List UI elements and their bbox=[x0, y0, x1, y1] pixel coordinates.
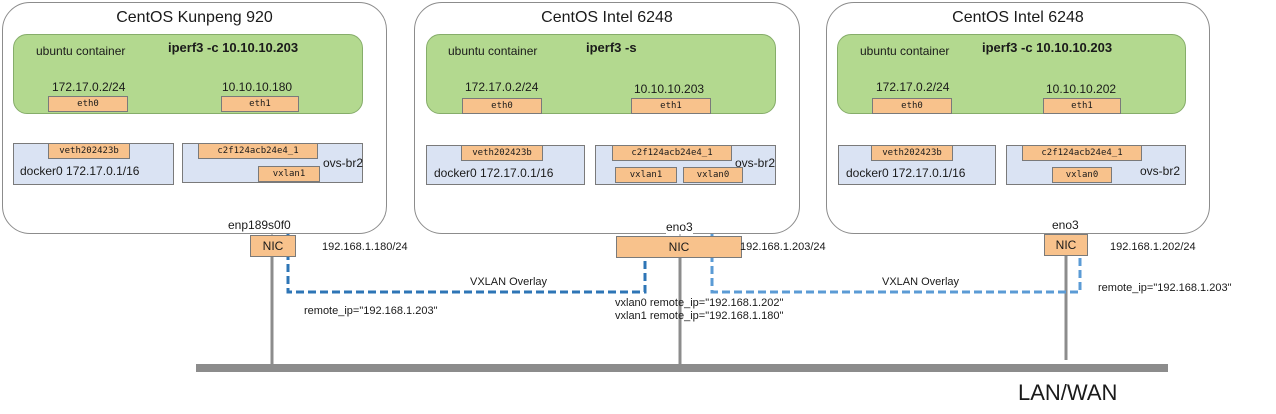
ovs-label: ovs-br2 bbox=[735, 156, 776, 170]
vxlan-overlay-right-label: VXLAN Overlay bbox=[882, 276, 960, 288]
host-title: CentOS Intel 6248 bbox=[541, 9, 673, 26]
iperf-command: iperf3 -s bbox=[586, 40, 637, 55]
nic-ip: 192.168.1.180/24 bbox=[322, 241, 408, 253]
eth1-ip: 10.10.10.180 bbox=[222, 80, 293, 94]
nic-box[interactable]: NIC bbox=[1044, 234, 1088, 256]
bridge-port[interactable]: c2f124acb24e4_1 bbox=[198, 143, 318, 159]
nic-ip: 192.168.1.202/24 bbox=[1110, 241, 1196, 253]
ovs-label: ovs-br2 bbox=[1140, 164, 1181, 178]
veth-port[interactable]: veth202423b bbox=[871, 145, 953, 161]
ovs-label: ovs-br2 bbox=[323, 156, 364, 170]
eth0-ip: 172.17.0.2/24 bbox=[52, 80, 126, 94]
bridge-port[interactable]: c2f124acb24e4_1 bbox=[1022, 145, 1142, 161]
nic-ip: 192.168.1.203/24 bbox=[740, 241, 826, 253]
container-label: ubuntu container bbox=[860, 44, 950, 58]
eth0-port[interactable]: eth0 bbox=[872, 98, 952, 114]
nic-name: eno3 bbox=[1052, 218, 1079, 232]
eth1-port[interactable]: eth1 bbox=[1043, 98, 1121, 114]
eth0-ip: 172.17.0.2/24 bbox=[465, 80, 539, 94]
iperf-command: iperf3 -c 10.10.10.203 bbox=[982, 40, 1113, 55]
docker0-label: docker0 172.17.0.1/16 bbox=[20, 164, 140, 178]
eth0-port[interactable]: eth0 bbox=[462, 98, 542, 114]
vxlan0-port[interactable]: vxlan0 bbox=[1052, 167, 1112, 183]
lan-wan-label: LAN/WAN bbox=[1018, 380, 1118, 405]
docker0-label: docker0 172.17.0.1/16 bbox=[846, 166, 966, 180]
container-label: ubuntu container bbox=[36, 44, 126, 58]
vxlan0-port[interactable]: vxlan0 bbox=[683, 167, 743, 183]
eth1-ip: 10.10.10.202 bbox=[1046, 82, 1117, 96]
eth1-port[interactable]: eth1 bbox=[631, 98, 711, 114]
nic-name: eno3 bbox=[666, 220, 693, 234]
vxlan1-port[interactable]: vxlan1 bbox=[615, 167, 677, 183]
remote-ip-host2-vxlan1: vxlan1 remote_ip="192.168.1.180" bbox=[615, 310, 784, 322]
lan-wan-bus bbox=[196, 364, 1168, 372]
eth0-port[interactable]: eth0 bbox=[48, 96, 128, 112]
eth0-ip: 172.17.0.2/24 bbox=[876, 80, 950, 94]
veth-port[interactable]: veth202423b bbox=[48, 143, 130, 159]
iperf-command: iperf3 -c 10.10.10.203 bbox=[168, 40, 299, 55]
eth1-port[interactable]: eth1 bbox=[221, 96, 299, 112]
remote-ip-host3: remote_ip="192.168.1.203" bbox=[1098, 282, 1232, 294]
container-label: ubuntu container bbox=[448, 44, 538, 58]
nic-box[interactable]: NIC bbox=[250, 235, 296, 257]
host-title: CentOS Kunpeng 920 bbox=[116, 9, 273, 26]
vxlan-overlay-left-label: VXLAN Overlay bbox=[470, 276, 548, 288]
remote-ip-host1: remote_ip="192.168.1.203" bbox=[304, 305, 438, 317]
nic-box[interactable]: NIC bbox=[616, 236, 742, 258]
docker0-label: docker0 172.17.0.1/16 bbox=[434, 166, 554, 180]
bridge-port[interactable]: c2f124acb24e4_1 bbox=[612, 145, 732, 161]
veth-port[interactable]: veth202423b bbox=[461, 145, 543, 161]
host-title: CentOS Intel 6248 bbox=[952, 9, 1084, 26]
eth1-ip: 10.10.10.203 bbox=[634, 82, 705, 96]
nic-name: enp189s0f0 bbox=[228, 218, 291, 232]
vxlan1-port[interactable]: vxlan1 bbox=[258, 166, 320, 182]
remote-ip-host2-vxlan0: vxlan0 remote_ip="192.168.1.202" bbox=[615, 297, 784, 309]
